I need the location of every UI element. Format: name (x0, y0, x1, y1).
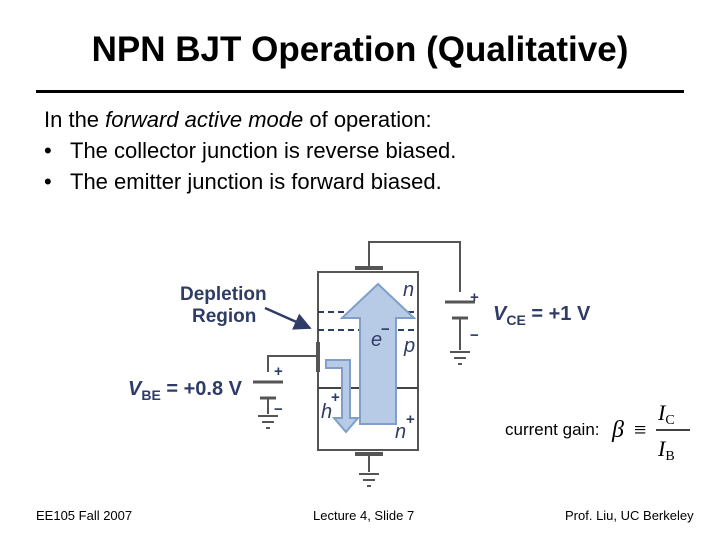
electron-sign: − (381, 321, 390, 338)
depletion-label-line2: Region (192, 306, 256, 327)
region-p-label: p (403, 335, 415, 357)
intro-after: of operation: (303, 107, 432, 132)
footer-course: EE105 Fall 2007 (36, 508, 133, 523)
title-divider (36, 90, 684, 93)
depletion-label-line1: Depletion (180, 284, 267, 305)
vbe-label: VBE = +0.8 V (128, 378, 243, 403)
gain-equiv: ≡ (634, 417, 646, 442)
vbe-plus-sign: + (274, 363, 283, 380)
bullet-item: • The collector junction is reverse biase… (44, 135, 456, 166)
slide-title: NPN BJT Operation (Qualitative) (91, 30, 629, 69)
electron-label: e (371, 329, 382, 351)
region-n-top-label: n (403, 279, 414, 301)
vce-ground-icon (450, 351, 470, 365)
emitter-ground-icon (359, 473, 379, 487)
gain-label: current gain: (505, 420, 600, 439)
intro-before: In the (44, 107, 106, 132)
gain-numerator: IC (657, 400, 675, 428)
bullet-symbol: • (44, 169, 52, 194)
footer-author: Prof. Liu, UC Berkeley (565, 508, 694, 523)
intro-emphasis: forward active mode (105, 107, 304, 132)
gain-beta: β (611, 417, 624, 443)
bullet-item: • The emitter junction is forward biased. (44, 166, 456, 197)
electron-flow-arrow (339, 282, 417, 425)
bullet-text: The collector junction is reverse biased… (70, 138, 457, 163)
base-wire (267, 355, 318, 372)
vce-label: VCE = +1 V (493, 303, 591, 328)
vce-minus-sign: − (470, 327, 479, 344)
hole-sign: + (331, 389, 340, 406)
bullet-text: The emitter junction is forward biased. (70, 169, 442, 194)
vbe-ground-icon (258, 415, 278, 429)
collector-wire (368, 241, 461, 292)
region-n-bottom-label: n (395, 421, 406, 443)
gain-denominator: IB (657, 436, 675, 464)
region-n-bottom-plus: + (406, 411, 415, 428)
footer-slide-number: Lecture 4, Slide 7 (313, 508, 415, 523)
hole-label: h (321, 401, 332, 423)
vce-plus-sign: + (470, 289, 479, 306)
depletion-pointer-arrow (264, 306, 312, 330)
hole-flow-arrow (325, 359, 361, 434)
slide-body: In the forward active mode of operation:… (44, 104, 456, 197)
bullet-symbol: • (44, 138, 52, 163)
vbe-minus-sign: − (274, 401, 283, 418)
intro-line: In the forward active mode of operation: (44, 104, 456, 135)
